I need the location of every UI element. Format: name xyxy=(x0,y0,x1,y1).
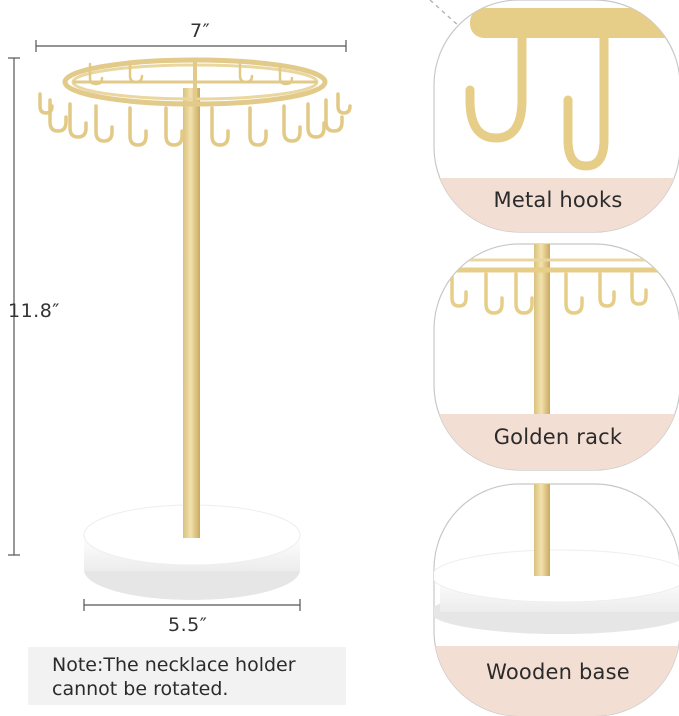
height-dimension-label: 11.8″ xyxy=(8,300,60,322)
panel-label-rack: Golden rack xyxy=(493,425,623,449)
width-dimension-label: 7″ xyxy=(190,20,211,42)
rotation-note: Note:The necklace holder cannot be rotat… xyxy=(28,647,346,705)
panel-label-hooks: Metal hooks xyxy=(493,188,623,212)
note-line-2: cannot be rotated. xyxy=(52,678,229,700)
note-line-1: Note:The necklace holder xyxy=(52,654,296,676)
jewelry-stand xyxy=(38,57,352,600)
dimension-lines xyxy=(8,40,347,611)
base-dimension-label: 5.5″ xyxy=(168,614,208,636)
dashed-separator xyxy=(429,0,471,37)
detail-panel-base xyxy=(433,483,679,716)
detail-panel-rack xyxy=(433,243,679,471)
panel-label-base: Wooden base xyxy=(486,660,630,684)
